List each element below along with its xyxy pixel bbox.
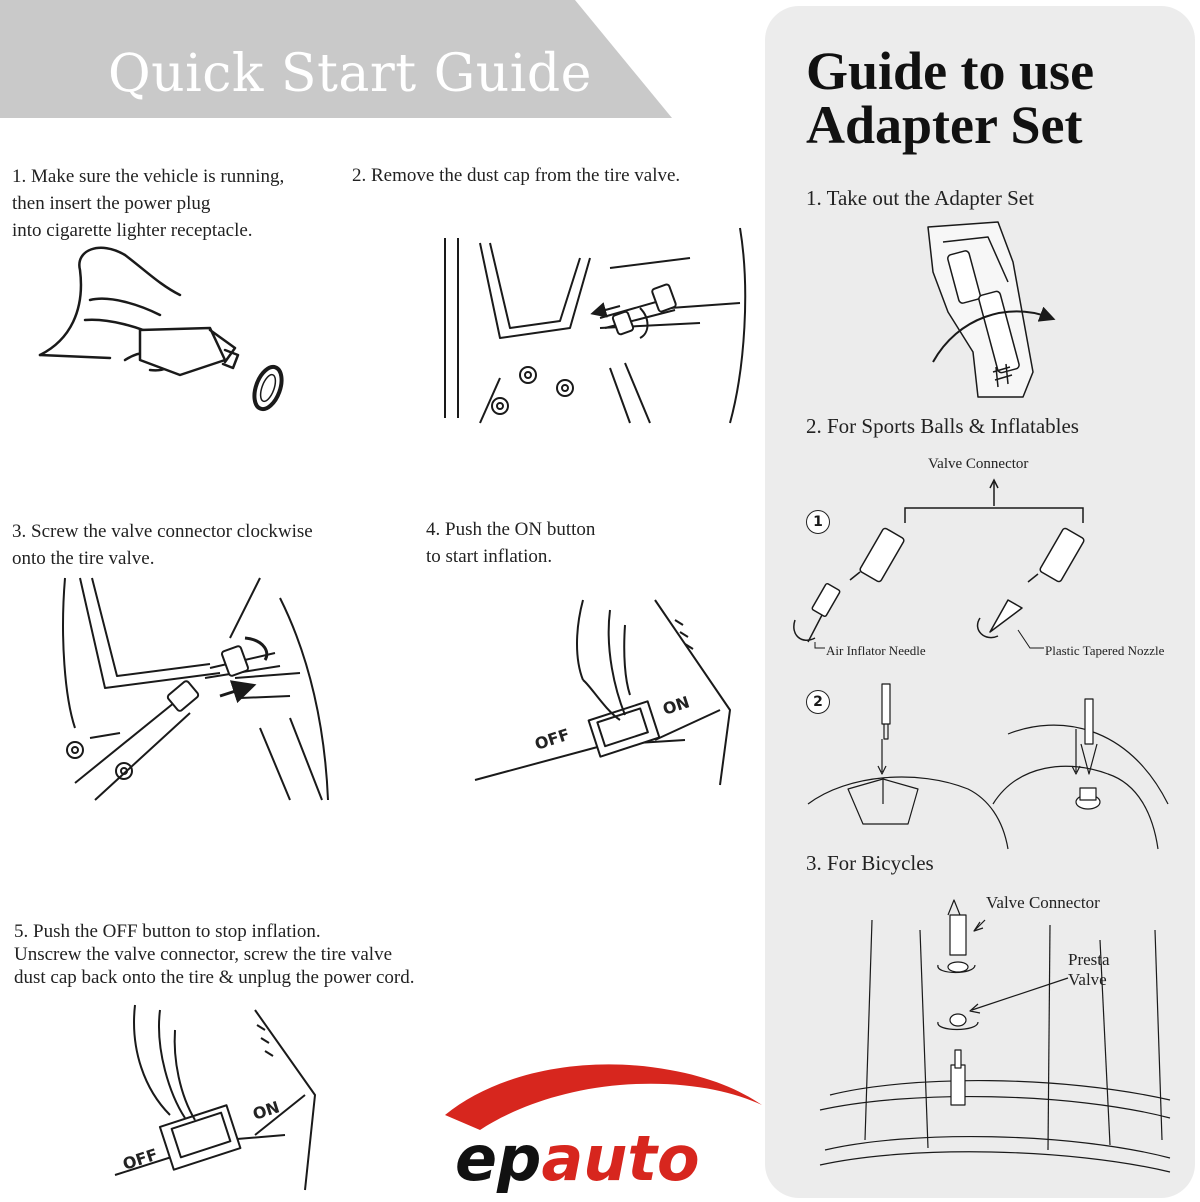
switch-off-label-2: OFF: [120, 1145, 160, 1174]
quick-start-banner: [0, 0, 672, 118]
valve-connector-label: Valve Connector: [928, 456, 1029, 472]
hand-plug-illustration: [30, 240, 300, 420]
step-5-text: 5. Push the OFF button to stop inflation…: [14, 921, 415, 988]
bicycle-wheel-illustration: [810, 900, 1170, 1195]
switch-on-label: ON: [660, 692, 692, 718]
switch-on-illustration: OFF ON: [475, 600, 740, 785]
circle-number-1: 1: [806, 510, 830, 534]
logo-auto: auto: [541, 1122, 699, 1195]
adapter-guide-title: Guide to use Adapter Set: [806, 41, 1095, 155]
needle-nozzle-illustration: [790, 520, 1190, 650]
switch-off-illustration: OFF ON: [115, 1000, 330, 1195]
step-3-text: 3. Screw the valve connector clockwise o…: [12, 521, 313, 569]
ball-inflatable-illustration: [808, 684, 1188, 854]
step-1-text: 1. Make sure the vehicle is running, the…: [12, 166, 285, 241]
epauto-logo: epauto: [445, 1064, 762, 1195]
logo-text: epauto: [455, 1122, 700, 1195]
valve-connector-bracket: [900, 478, 1090, 528]
logo-ep: ep: [455, 1122, 541, 1195]
adapter-step-3: 3. For Bicycles: [806, 851, 934, 875]
adapter-guide-panel: [765, 6, 1195, 1198]
wheel-connector-illustration: [60, 578, 340, 800]
step-2-text: 2. Remove the dust cap from the tire val…: [352, 165, 681, 186]
bicycle-valve-connector-label: Valve Connector: [986, 893, 1100, 912]
logo-swoosh: [445, 1064, 762, 1130]
circle-number-2: 2: [806, 690, 830, 714]
step-4-text: 4. Push the ON button to start inflation…: [426, 519, 596, 567]
plastic-tapered-nozzle-label: Plastic Tapered Nozzle: [1045, 643, 1165, 658]
switch-on-label-2: ON: [250, 1097, 282, 1123]
air-inflator-needle-label: Air Inflator Needle: [826, 643, 926, 658]
adapter-set-illustration: [918, 222, 1056, 402]
switch-off-label: OFF: [532, 725, 572, 754]
adapter-step-2: 2. For Sports Balls & Inflatables: [806, 414, 1079, 438]
wheel-dust-cap-illustration: [440, 228, 750, 428]
adapter-step-1: 1. Take out the Adapter Set: [806, 186, 1034, 210]
quick-start-title: Quick Start Guide: [108, 44, 592, 104]
presta-valve-label: Presta Valve: [1068, 950, 1110, 989]
